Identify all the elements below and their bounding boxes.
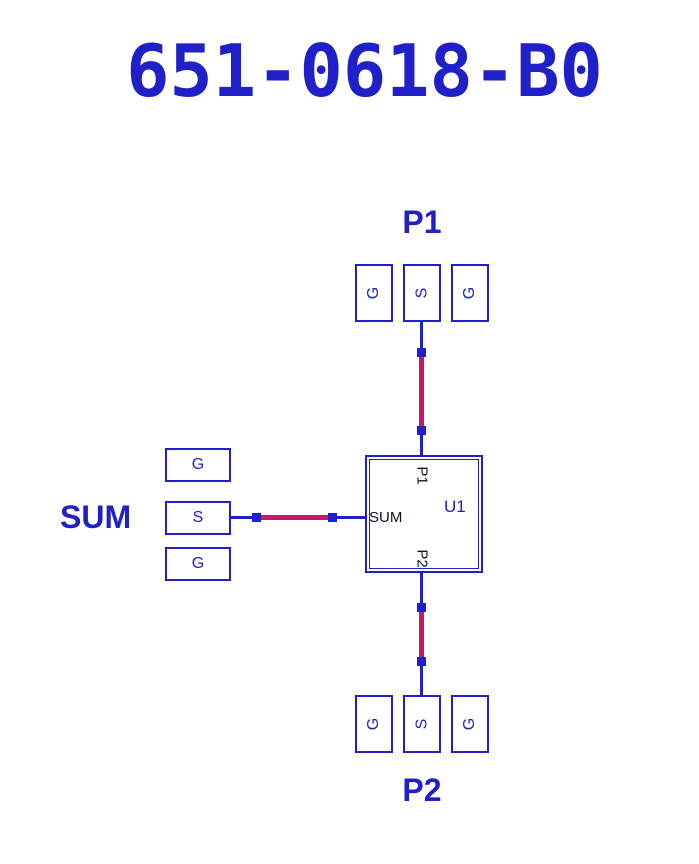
pad-letter: S xyxy=(412,287,430,299)
pad-letter: G xyxy=(364,286,382,300)
component-u1-inner-border xyxy=(369,459,479,569)
port-pad-sum-signal: S xyxy=(165,501,231,535)
pin-label: P1 xyxy=(413,465,431,485)
wire-p2-magenta-segment xyxy=(419,612,424,662)
pin-name-sum: SUM xyxy=(369,509,403,526)
net-label-sum: SUM xyxy=(60,499,132,535)
pad-letter: S xyxy=(192,509,204,526)
net-label-p2: P2 xyxy=(402,772,442,808)
pad-letter: G xyxy=(191,456,205,473)
port-pad-p2-ground-left: G xyxy=(355,695,393,753)
junction-node xyxy=(417,348,426,357)
port-pad-sum-ground-top: G xyxy=(165,448,231,482)
component-refdes: U1 xyxy=(444,497,466,516)
junction-node xyxy=(417,426,426,435)
pad-letter: G xyxy=(364,717,382,731)
junction-node xyxy=(328,513,337,522)
junction-node xyxy=(417,603,426,612)
pad-letter: G xyxy=(460,717,478,731)
pad-letter: G xyxy=(460,286,478,300)
junction-node xyxy=(417,657,426,666)
pad-letter: G xyxy=(191,555,205,572)
port-pad-p1-ground-right: G xyxy=(451,264,489,322)
port-pad-p2-ground-right: G xyxy=(451,695,489,753)
port-pad-p1-ground-left: G xyxy=(355,264,393,322)
sheet-title: 651-0618-B0 xyxy=(126,29,603,113)
port-pad-sum-ground-bottom: G xyxy=(165,547,231,581)
component-u1-body xyxy=(365,455,483,573)
pin-name-p2: P2 xyxy=(406,542,438,574)
pin-label: P2 xyxy=(413,548,431,568)
port-pad-p2-signal: S xyxy=(403,695,441,753)
junction-node xyxy=(252,513,261,522)
pad-letter: S xyxy=(412,718,430,730)
wire-sum-magenta-segment xyxy=(258,515,331,520)
net-label-p1: P1 xyxy=(402,204,442,240)
wire-p1-magenta-segment xyxy=(419,357,424,427)
port-pad-p1-signal: S xyxy=(403,264,441,322)
pin-name-p1: P1 xyxy=(406,459,438,491)
